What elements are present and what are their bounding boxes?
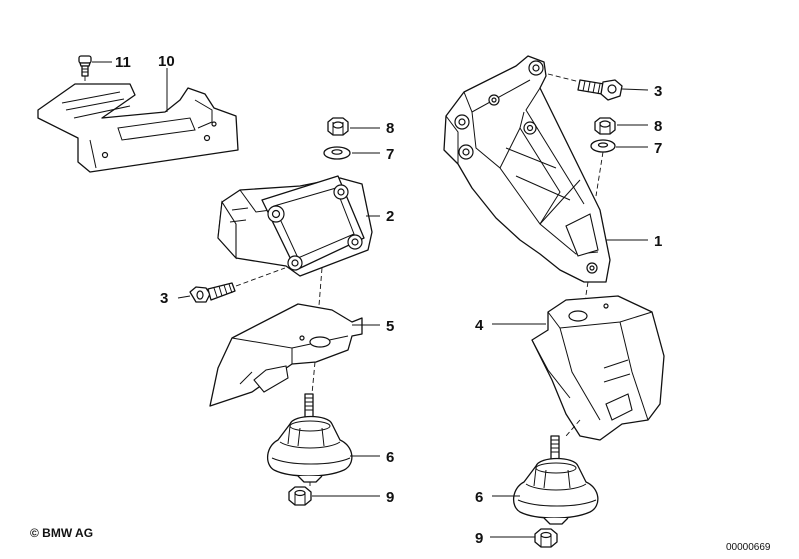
part-6-rubber-mount-left[interactable]: [267, 393, 353, 486]
callout-8-right: 8: [654, 118, 662, 135]
callout-9-right: 9: [475, 530, 483, 547]
callout-7-left: 7: [386, 146, 394, 163]
callout-6-right: 6: [475, 489, 483, 506]
callout-6-left: 6: [386, 449, 394, 466]
part-10-bracket[interactable]: [37, 83, 239, 173]
callout-5: 5: [386, 318, 394, 335]
callout-4: 4: [475, 317, 484, 334]
callout-10: 10: [158, 53, 175, 70]
document-number: 00000669: [726, 542, 771, 553]
leader-lines: [92, 61, 649, 538]
part-8-nut-right[interactable]: [594, 117, 616, 135]
callout-1: 1: [654, 233, 662, 250]
part-5-bracket-plate[interactable]: [209, 303, 363, 407]
part-4-lower-bracket[interactable]: [531, 295, 665, 441]
copyright-notice: © BMW AG: [30, 526, 94, 540]
part-7-washer-right[interactable]: [590, 139, 616, 197]
callout-11: 11: [115, 54, 131, 71]
callout-3-left: 3: [160, 290, 168, 307]
part-3-bolt-right[interactable]: [547, 73, 623, 101]
part-3-bolt-left[interactable]: [189, 267, 286, 303]
part-2-mount-housing[interactable]: [217, 175, 373, 319]
callout-8-left: 8: [386, 120, 394, 137]
callout-7-right: 7: [654, 140, 662, 157]
part-7-washer-left[interactable]: [323, 146, 351, 160]
callout-2: 2: [386, 208, 394, 225]
part-8-nut-left[interactable]: [327, 117, 349, 136]
part-6-rubber-mount-right[interactable]: [513, 435, 599, 525]
part-1-support-bracket[interactable]: [443, 55, 611, 309]
part-9-nut-right[interactable]: [534, 528, 558, 548]
part-9-nut-left[interactable]: [288, 486, 312, 506]
callout-3-right: 3: [654, 83, 662, 100]
callout-labels: 11 10 8 7 2 3 5 6 9 3 8 7 1 4 6 9: [115, 53, 662, 547]
callout-9-left: 9: [386, 489, 394, 506]
